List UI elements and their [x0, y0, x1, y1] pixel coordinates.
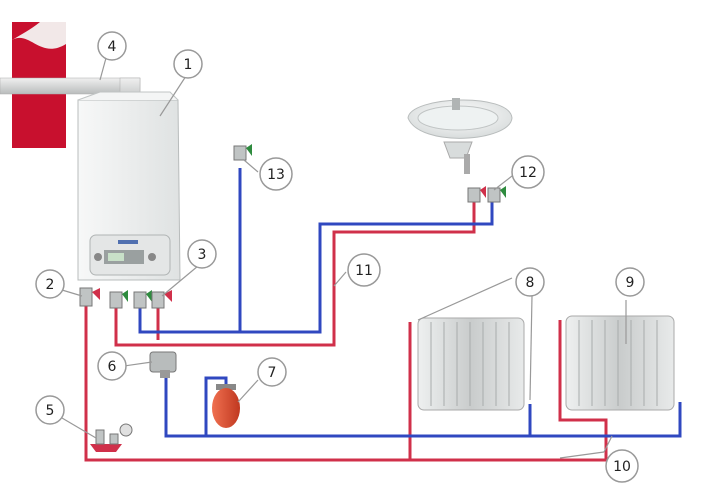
- callout-3-label: 3: [198, 247, 207, 263]
- callout-10-label: 10: [613, 459, 631, 475]
- callout-11-label: 11: [355, 263, 373, 279]
- callout-13: 13: [259, 157, 293, 191]
- wash-basin: [407, 98, 513, 203]
- callout-11: 11: [347, 253, 381, 287]
- safety-group: [90, 423, 133, 452]
- radiator-left: [417, 317, 525, 411]
- callout-8-label: 8: [526, 275, 535, 291]
- callout-7-label: 7: [268, 365, 277, 381]
- callout-12: 12: [511, 155, 545, 189]
- callout-1: 1: [173, 49, 203, 79]
- radiator-right: [565, 315, 675, 411]
- callout-5: 5: [35, 395, 65, 425]
- callout-8: 8: [515, 267, 545, 297]
- cold-water-tap-valve: [233, 144, 252, 161]
- callout-10: 10: [605, 449, 639, 483]
- callout-9-label: 9: [626, 275, 635, 291]
- callout-4: 4: [97, 31, 127, 61]
- callout-13-label: 13: [267, 167, 285, 183]
- callout-2-label: 2: [46, 277, 55, 293]
- callouts: 1 2 3 4 5 6 7 8 9 10 11 12 13: [35, 31, 645, 483]
- callout-12-label: 12: [519, 165, 537, 181]
- callout-4-label: 4: [108, 39, 117, 55]
- expansion-tank: [212, 384, 240, 428]
- callout-7: 7: [257, 357, 287, 387]
- callout-9: 9: [615, 267, 645, 297]
- cold-water-pipes: [138, 168, 682, 438]
- callout-6: 6: [97, 351, 127, 381]
- callout-2: 2: [35, 269, 65, 299]
- callout-6-label: 6: [108, 359, 117, 375]
- callout-5-label: 5: [46, 403, 55, 419]
- boiler-valves: [79, 287, 172, 309]
- gas-boiler: [77, 91, 181, 281]
- callout-3: 3: [187, 239, 217, 269]
- water-filter: [149, 351, 177, 378]
- callout-1-label: 1: [184, 57, 193, 73]
- callout-leaders: [61, 57, 627, 459]
